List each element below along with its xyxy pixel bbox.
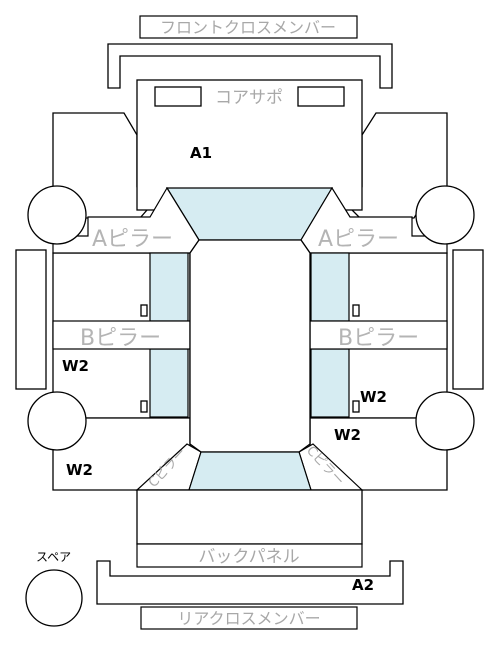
rear-left-wheel — [27, 391, 87, 451]
rear-cross-member-label: リアクロスメンバー — [177, 609, 320, 628]
right-side-skirt — [452, 249, 484, 390]
left-front-door-handle — [140, 304, 148, 317]
rear-right-wheel — [415, 391, 475, 451]
core-support-right-slot — [297, 86, 345, 107]
marker-w2-left-lower: W2 — [66, 461, 93, 479]
front-cross-member-label: フロントクロスメンバー — [160, 18, 336, 37]
trunk-area — [136, 489, 363, 545]
front-bracket — [107, 43, 393, 89]
spare-tire — [25, 569, 83, 627]
a-pillar-left-label: Aピラー — [92, 227, 173, 252]
left-front-door-glass — [149, 252, 189, 322]
marker-w2-right-lower: W2 — [334, 426, 361, 444]
left-rear-door-glass — [149, 348, 189, 418]
marker-w2-left-upper: W2 — [62, 357, 89, 375]
a-pillar-right-label: Aピラー — [318, 227, 399, 252]
b-pillar-left-label: Bピラー — [80, 326, 161, 351]
cabin-opening — [189, 239, 311, 453]
b-pillar-right-band — [309, 320, 448, 350]
left-side-skirt — [15, 249, 47, 390]
right-rear-door-glass — [310, 348, 350, 418]
b-pillar-left-band — [52, 320, 191, 350]
marker-a1: A1 — [190, 144, 212, 162]
spare-label: スペア — [36, 550, 71, 564]
back-panel-band — [136, 543, 363, 568]
rear-bracket — [96, 560, 404, 605]
right-front-door-glass — [310, 252, 350, 322]
rear-cross-member-box — [140, 606, 358, 630]
marker-a2: A2 — [352, 576, 374, 594]
core-support-left-slot — [154, 86, 202, 107]
right-front-door-handle — [352, 304, 360, 317]
b-pillar-right-label: Bピラー — [338, 326, 419, 351]
back-panel-label: バックパネル — [198, 547, 299, 567]
front-cross-member-box — [139, 15, 358, 39]
right-rear-door-handle — [352, 400, 360, 413]
marker-w2-right-upper: W2 — [360, 388, 387, 406]
left-rear-door-handle — [140, 400, 148, 413]
rear-glass — [188, 451, 312, 491]
core-support-label: コアサポ — [215, 88, 283, 108]
front-right-wheel — [415, 185, 475, 245]
front-left-wheel — [27, 185, 87, 245]
